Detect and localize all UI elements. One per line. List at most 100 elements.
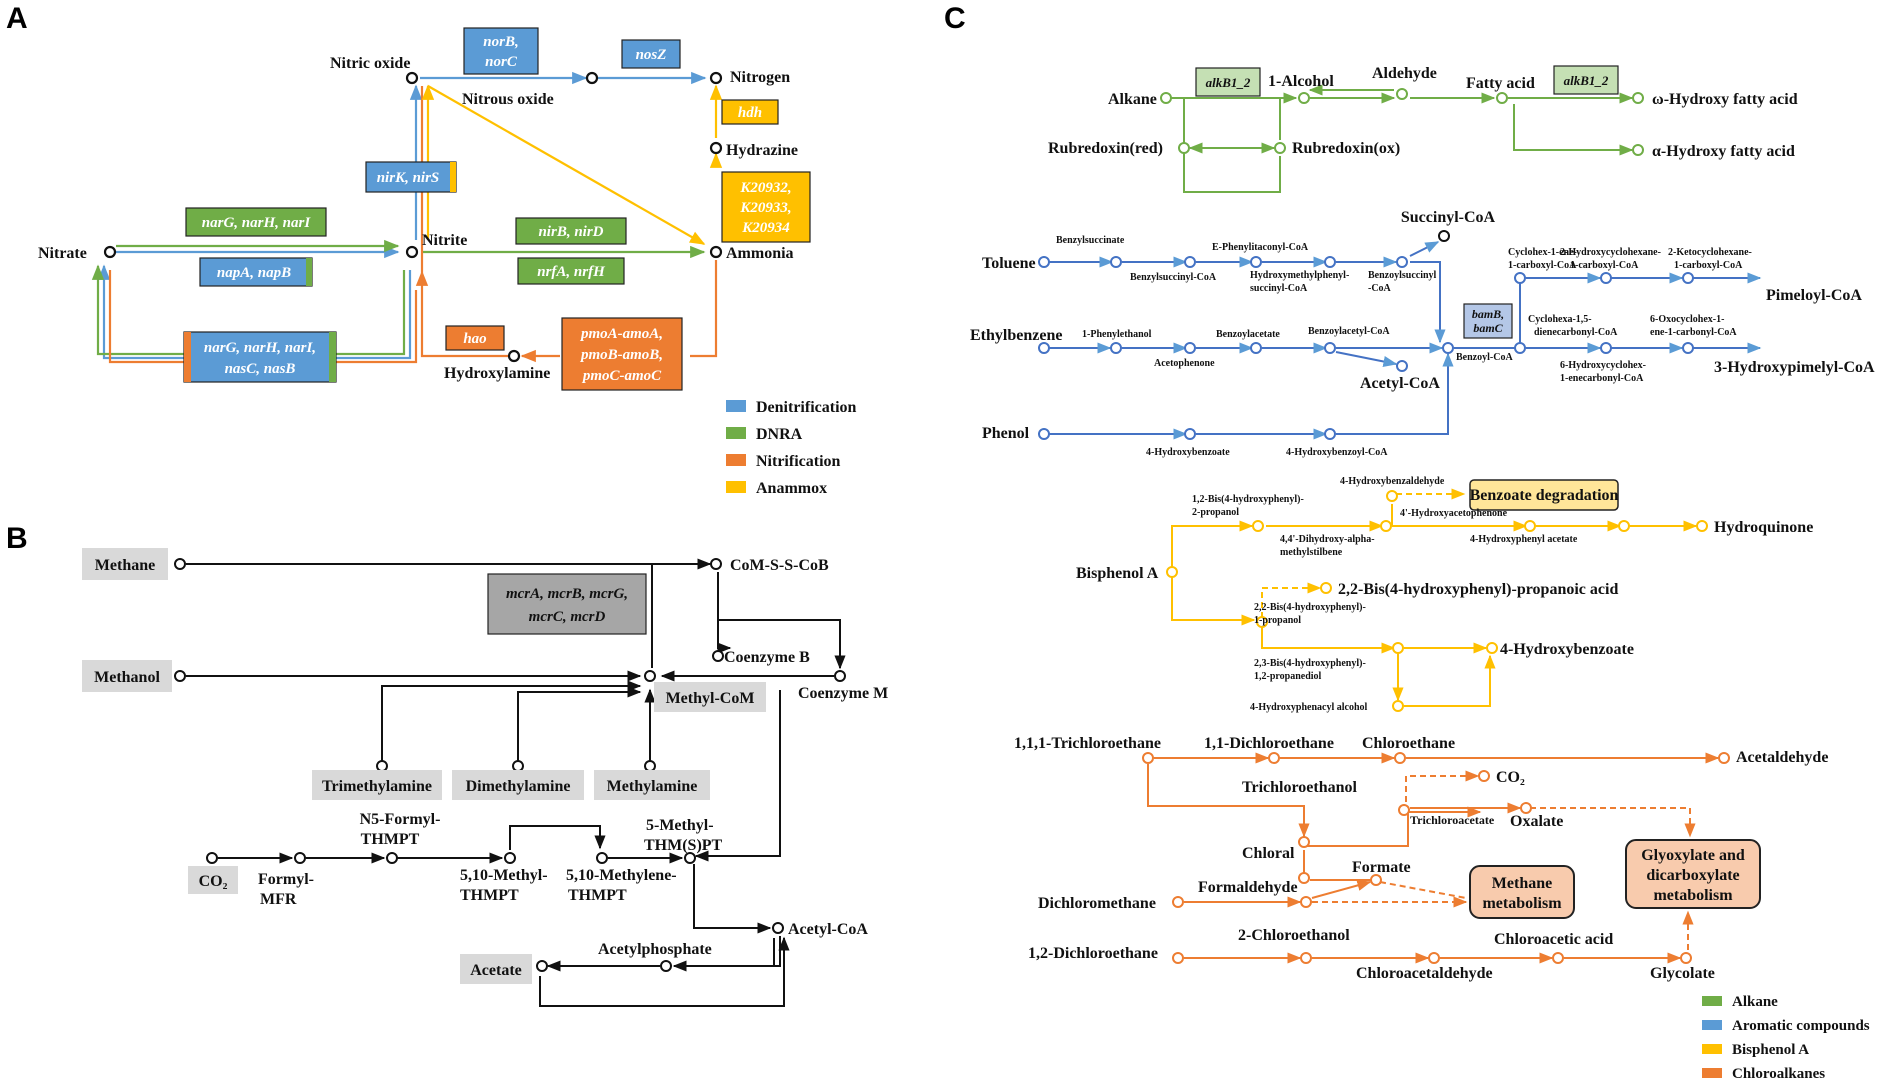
node-dca — [1268, 752, 1280, 764]
node-phenyl-acetate — [1618, 520, 1630, 532]
label-benzoate-degradation: Benzoate degradation — [1470, 487, 1619, 504]
node-methyl-com — [644, 670, 656, 682]
pathway-alkane: Alkane alkB1_2 1-Alcohol Aldehyde Fatty … — [1048, 65, 1798, 193]
edge-ammonia-down — [690, 260, 718, 358]
gene-box-pmo: pmoA-amoA, pmoB-amoB, pmoC-amoC — [561, 317, 683, 391]
edge-toluene-to-benzoyl — [1410, 261, 1446, 344]
node-hydroxybenzoate-c — [1184, 428, 1196, 440]
node-benzoylacetate — [1250, 342, 1262, 354]
label-ketocyclohexane-2: 1-carboxyl-CoA — [1674, 260, 1743, 271]
gene-pmoc-amoc: pmoC-amoC — [581, 368, 662, 384]
edge-to-propanoic-acid — [1261, 582, 1322, 618]
label-bis-propanol-2: 2-propanol — [1192, 507, 1239, 518]
node-fatty-acid — [1496, 92, 1508, 104]
node-formyl-mfr — [294, 852, 306, 864]
node-dihydroxy — [1380, 520, 1392, 532]
label-methyl-510-1: 5,10-Methyl- — [460, 867, 548, 884]
node-methane — [174, 558, 186, 570]
node-cyclohexa-diene — [1514, 342, 1526, 354]
label-phenyl-acetate: 4-Hydroxyphenyl acetate — [1470, 534, 1578, 545]
label-dimethylamine: Dimethylamine — [466, 778, 571, 795]
node-phenol — [1038, 428, 1050, 440]
edge-to-trichloroacetate — [1304, 806, 1482, 847]
label-trimethylamine: Trimethylamine — [322, 778, 432, 795]
edge-tca-to-trichloroethanol — [1147, 764, 1310, 838]
gene-box-nrfa-nrfh: nrfA, nrfH — [517, 257, 625, 285]
panel-a-label: A — [6, 2, 28, 35]
node-1-alcohol — [1298, 92, 1310, 104]
node-coenzyme-b — [712, 650, 724, 662]
legend-a-denitrification: Denitrification — [756, 399, 857, 416]
edge-to-coenzyme-m — [718, 619, 846, 670]
node-nitric-oxide — [405, 71, 419, 85]
label-acetophenone: Acetophenone — [1154, 358, 1215, 369]
label-chloroacetaldehyde: Chloroacetaldehyde — [1356, 965, 1493, 982]
label-alkane: Alkane — [1108, 91, 1157, 108]
gene-box-hdh: hdh — [721, 99, 779, 125]
node-com-s-s-cob — [710, 558, 722, 570]
node-succinyl-coa — [1438, 230, 1450, 242]
panel-a-genes: norB, norC nosZ hdh nirK, nirS narG, nar… — [183, 27, 811, 391]
node-n5-formyl — [386, 852, 398, 864]
panel-b: B — [6, 522, 888, 1007]
edge-formate-to-methane-metabolism — [1379, 881, 1467, 899]
node-phenacyl-alcohol — [1392, 700, 1404, 712]
label-hydroxypimelyl: 3-Hydroxypimelyl-CoA — [1714, 359, 1875, 376]
panel-c-label: C — [944, 2, 966, 35]
label-propanediol-2: 1,2-propanediol — [1254, 671, 1322, 682]
label-toluene: Toluene — [982, 255, 1036, 272]
box-acetate — [460, 954, 532, 984]
label-acetyl-coa: Acetyl-CoA — [788, 921, 868, 938]
label-bis-propanol-1: 1,2-Bis(4-hydroxyphenyl)- — [1192, 494, 1304, 505]
node-propanoic-acid — [1320, 582, 1332, 594]
gene-k20933: K20933, — [739, 200, 791, 216]
gene-pmob-amob: pmoB-amoB, — [579, 347, 663, 363]
node-acetyl-coa — [772, 922, 784, 934]
label-hydroxylamine: Hydroxylamine — [444, 365, 550, 382]
node-oxalate — [1520, 802, 1532, 814]
node-co2 — [206, 852, 218, 864]
legend-a: Denitrification DNRA Nitrification Anamm… — [726, 399, 857, 497]
node-formate — [1370, 874, 1382, 886]
label-methane-metabolism-1: Methane — [1492, 875, 1552, 892]
label-formate: Formate — [1352, 859, 1411, 876]
edge-phenol-to-benzoyl — [1336, 352, 1454, 435]
label-phenacyl-alcohol: 4-Hydroxyphenacyl alcohol — [1250, 702, 1368, 713]
node-methylamine — [644, 760, 656, 772]
edge-oxalate-to-glyoxylate — [1530, 807, 1696, 838]
label-benzylsuccinyl: Benzylsuccinyl-CoA — [1130, 272, 1217, 283]
label-methyl-thmpt-1: 5-Methyl- — [646, 817, 714, 834]
label-acetylphosphate: Acetylphosphate — [598, 941, 712, 958]
label-com-s-s-cob: CoM-S-S-CoB — [730, 557, 829, 574]
label-co2: CO₂ — [199, 873, 228, 890]
box-methylamine — [594, 770, 710, 800]
label-pimeloyl: Pimeloyl-CoA — [1766, 287, 1862, 304]
node-methyl-thmpt — [684, 852, 696, 864]
edge-acetate-to-acetyl-coa — [539, 936, 790, 1007]
edge-phenacyl-to-hydroxybenzoate — [1404, 654, 1496, 707]
edge-trimethylamine-to-methyl-com — [381, 680, 642, 766]
label-omega: ω-Hydroxy fatty acid — [1652, 91, 1798, 108]
label-trichloroethanol: Trichloroethanol — [1242, 779, 1358, 796]
label-bis-1-propanol-2: 1-propanol — [1254, 615, 1301, 626]
label-methylene-510-2: THMPT — [568, 887, 627, 904]
label-nitrous-oxide: Nitrous oxide — [462, 91, 554, 108]
label-hydroxycyclohexane-2: 1-carboxyl-CoA — [1570, 260, 1639, 271]
label-methyl-thmpt-2: THM(S)PT — [644, 837, 723, 854]
gene-box-hao: hao — [445, 325, 505, 351]
box-benzoate-degradation — [1469, 479, 1619, 511]
node-acetylphosphate — [660, 960, 672, 972]
label-chloral: Chloral — [1242, 845, 1295, 862]
node-chloroacetic-acid — [1552, 952, 1564, 964]
label-acetyl-coa-c: Acetyl-CoA — [1360, 375, 1440, 392]
label-dichloromethane: Dichloromethane — [1038, 895, 1156, 912]
edge-formaldehyde-to-formate — [1311, 879, 1372, 899]
node-chloroethanol — [1300, 952, 1312, 964]
node-rub-ox — [1274, 142, 1286, 154]
gene-box-nirk-nirs: nirK, nirS — [365, 161, 457, 193]
gene-bamc: bamC — [1473, 321, 1503, 335]
node-hydroxylamine — [507, 349, 521, 363]
label-formyl-mfr-2: MFR — [260, 891, 297, 908]
box-methane — [82, 548, 168, 580]
